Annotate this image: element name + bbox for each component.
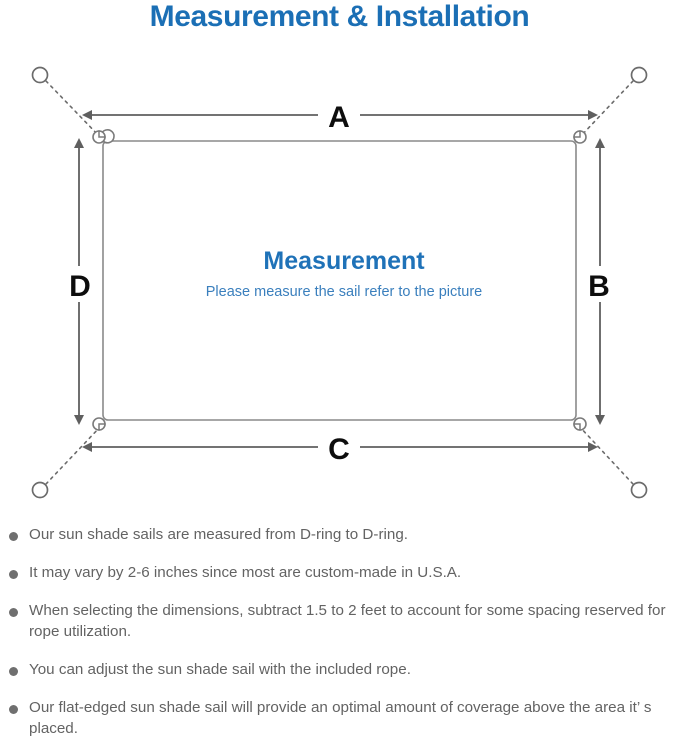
- anchor-ring-top-left: [31, 66, 49, 84]
- sail-measurement-diagram: A C D B Measurement Please measure the s…: [0, 44, 679, 519]
- bullet-icon: [9, 704, 18, 714]
- dimension-label-c: C: [328, 433, 350, 466]
- list-item: Our sun shade sails are measured from D-…: [0, 525, 679, 546]
- bullet-icon: [9, 666, 18, 676]
- list-item: It may vary by 2-6 inches since most are…: [0, 563, 679, 584]
- anchor-ring-top-right: [630, 66, 648, 84]
- list-item: When selecting the dimensions, subtract …: [0, 601, 679, 643]
- d-ring-tab-tr: [573, 130, 581, 138]
- anchor-rings: [31, 66, 648, 499]
- bullet-icon: [9, 607, 18, 617]
- rope-lines: [45, 80, 634, 485]
- d-ring-tab-br: [573, 423, 581, 431]
- rope-bottom-left: [45, 425, 102, 485]
- note-text: Our flat-edged sun shade sail will provi…: [29, 698, 652, 737]
- rope-top-right: [578, 80, 634, 139]
- dimension-label-d: D: [69, 270, 91, 303]
- sail-body: [102, 140, 577, 421]
- rope-top-left: [45, 80, 102, 139]
- anchor-ring-bottom-left: [31, 481, 49, 499]
- dimension-label-b: B: [588, 270, 610, 303]
- sail-center-label: Measurement: [263, 247, 425, 275]
- notes-list: Our sun shade sails are measured from D-…: [0, 525, 679, 740]
- list-item: You can adjust the sun shade sail with t…: [0, 660, 679, 681]
- note-text: It may vary by 2-6 inches since most are…: [29, 563, 462, 581]
- bullet-icon: [9, 569, 18, 579]
- bullet-icon: [9, 532, 18, 541]
- anchor-ring-bottom-right: [630, 481, 648, 499]
- note-text: When selecting the dimensions, subtract …: [29, 601, 666, 640]
- d-ring-tab-tl: [98, 130, 106, 138]
- rope-bottom-right: [578, 425, 634, 485]
- dimension-label-a: A: [328, 101, 350, 134]
- d-ring-tabs: [98, 130, 581, 431]
- list-item: Our flat-edged sun shade sail will provi…: [0, 698, 679, 740]
- note-text: You can adjust the sun shade sail with t…: [29, 660, 411, 678]
- sail-center-sublabel: Please measure the sail refer to the pic…: [206, 284, 482, 300]
- note-text: Our sun shade sails are measured from D-…: [29, 526, 408, 543]
- page-title: Measurement & Installation: [149, 0, 530, 33]
- d-ring-tab-bl: [98, 423, 106, 431]
